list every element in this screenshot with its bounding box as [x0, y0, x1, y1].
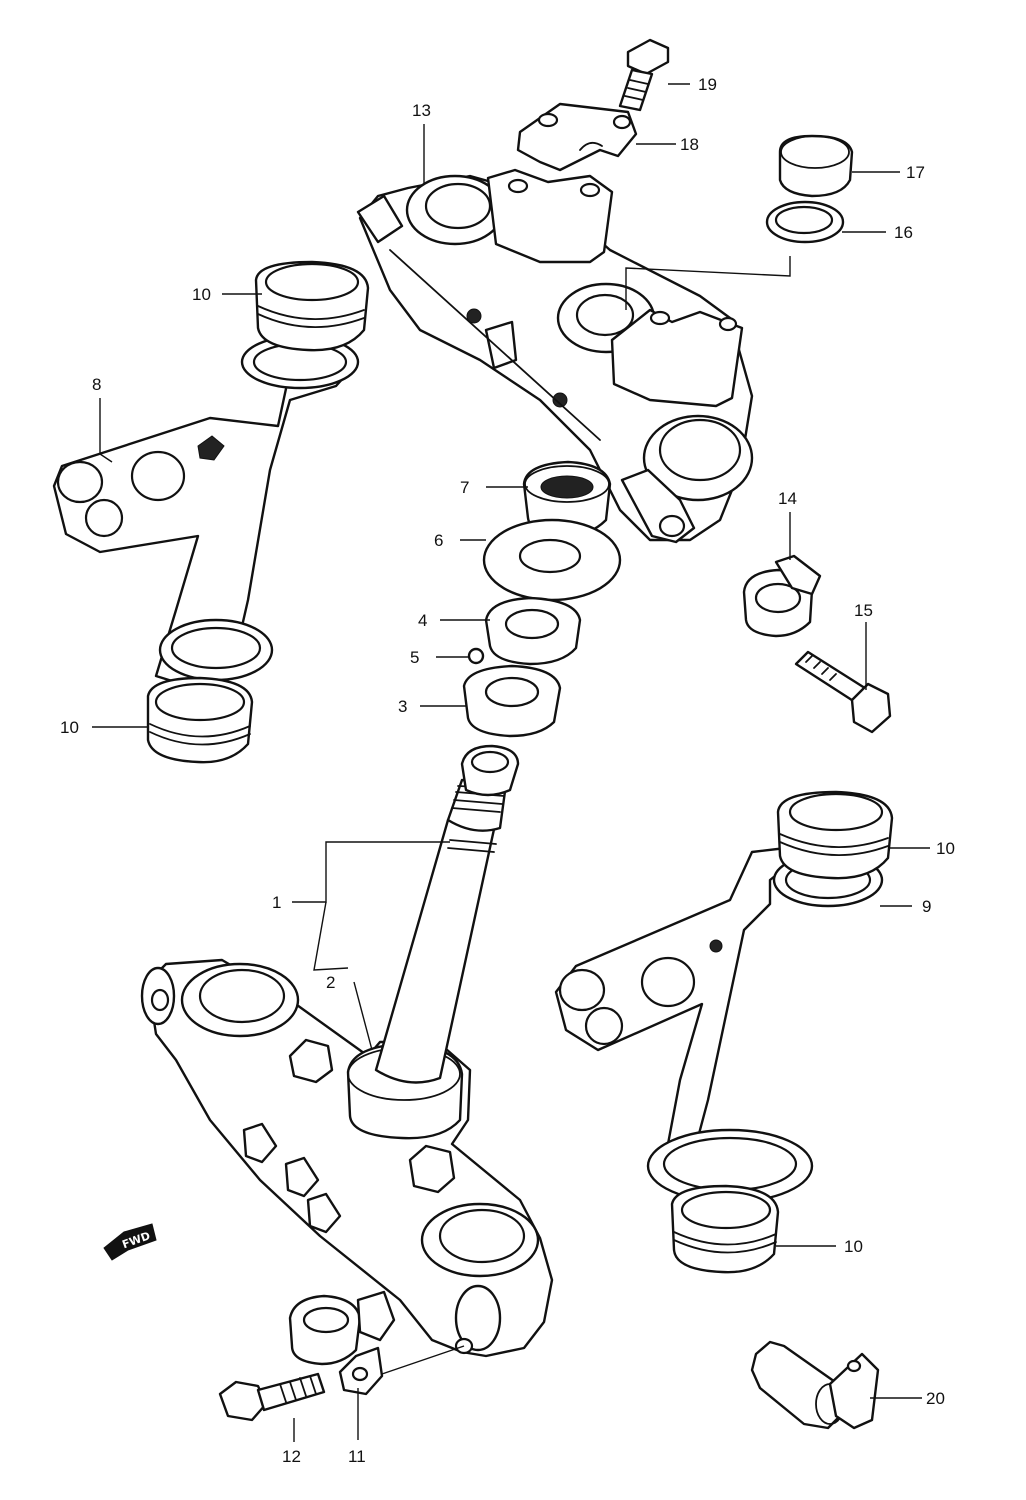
- callout-8: 8: [92, 375, 101, 394]
- part-5-ball: [467, 647, 485, 665]
- part-3-bearing-race: [462, 664, 562, 738]
- callout-5: 5: [410, 648, 419, 667]
- leader-lines: [92, 83, 930, 1442]
- part-11-lock-plate: [338, 1346, 384, 1396]
- callout-20: 20: [926, 1389, 945, 1408]
- callout-14: 14: [778, 489, 797, 508]
- part-6-washer: [482, 518, 622, 602]
- callout-10-lower-right: 10: [844, 1237, 863, 1256]
- callout-1: 1: [272, 893, 281, 912]
- part-7-stem-nut: [522, 460, 612, 538]
- part-14-clamp: [742, 554, 822, 638]
- callout-11: 11: [348, 1447, 366, 1466]
- part-10-cushion-upper-right: [776, 790, 894, 880]
- callout-10-upper-right: 10: [936, 839, 955, 858]
- callout-10-lower-left: 10: [60, 718, 79, 737]
- callout-9: 9: [922, 897, 931, 916]
- part-10-cushion-lower-right: [670, 1184, 780, 1274]
- part-8-headlight-bracket: [52, 334, 360, 696]
- callout-12: 12: [282, 1447, 301, 1466]
- callout-7: 7: [460, 478, 469, 497]
- part-9-headlight-bracket: [554, 846, 884, 1204]
- callout-19: 19: [698, 75, 717, 94]
- callout-18: 18: [680, 135, 699, 154]
- callout-13: 13: [412, 101, 431, 120]
- part-19-bolt: [618, 38, 670, 112]
- callout-16: 16: [894, 223, 913, 242]
- callout-labels: 19 18 13 17 16 10 8 7 6 4 5 3 10 14 15 1…: [60, 75, 955, 1466]
- part-12-bolt: [218, 1372, 326, 1422]
- callout-10-upper-left: 10: [192, 285, 211, 304]
- callout-2: 2: [326, 973, 335, 992]
- part-13-upper-bracket: [356, 168, 754, 544]
- callout-15: 15: [854, 601, 873, 620]
- part-18-handlebar-clamp: [516, 102, 638, 172]
- part-4-bearing-race: [484, 596, 582, 666]
- part-10-cushion-lower-left: [146, 676, 254, 764]
- part-10-cushion-upper-left: [254, 260, 370, 352]
- part-15-bolt: [794, 650, 892, 734]
- callout-4: 4: [418, 611, 427, 630]
- part-20-steering-lock: [750, 1340, 880, 1430]
- part-1-steering-stem: [140, 744, 554, 1358]
- fwd-arrow-badge: FWD: [103, 1223, 157, 1261]
- callout-3: 3: [398, 697, 407, 716]
- callout-17: 17: [906, 163, 925, 182]
- callout-6: 6: [434, 531, 443, 550]
- part-11-clamp-ring: [288, 1290, 396, 1366]
- part-16-washer: [765, 200, 845, 244]
- part-17-cap-nut: [778, 134, 854, 198]
